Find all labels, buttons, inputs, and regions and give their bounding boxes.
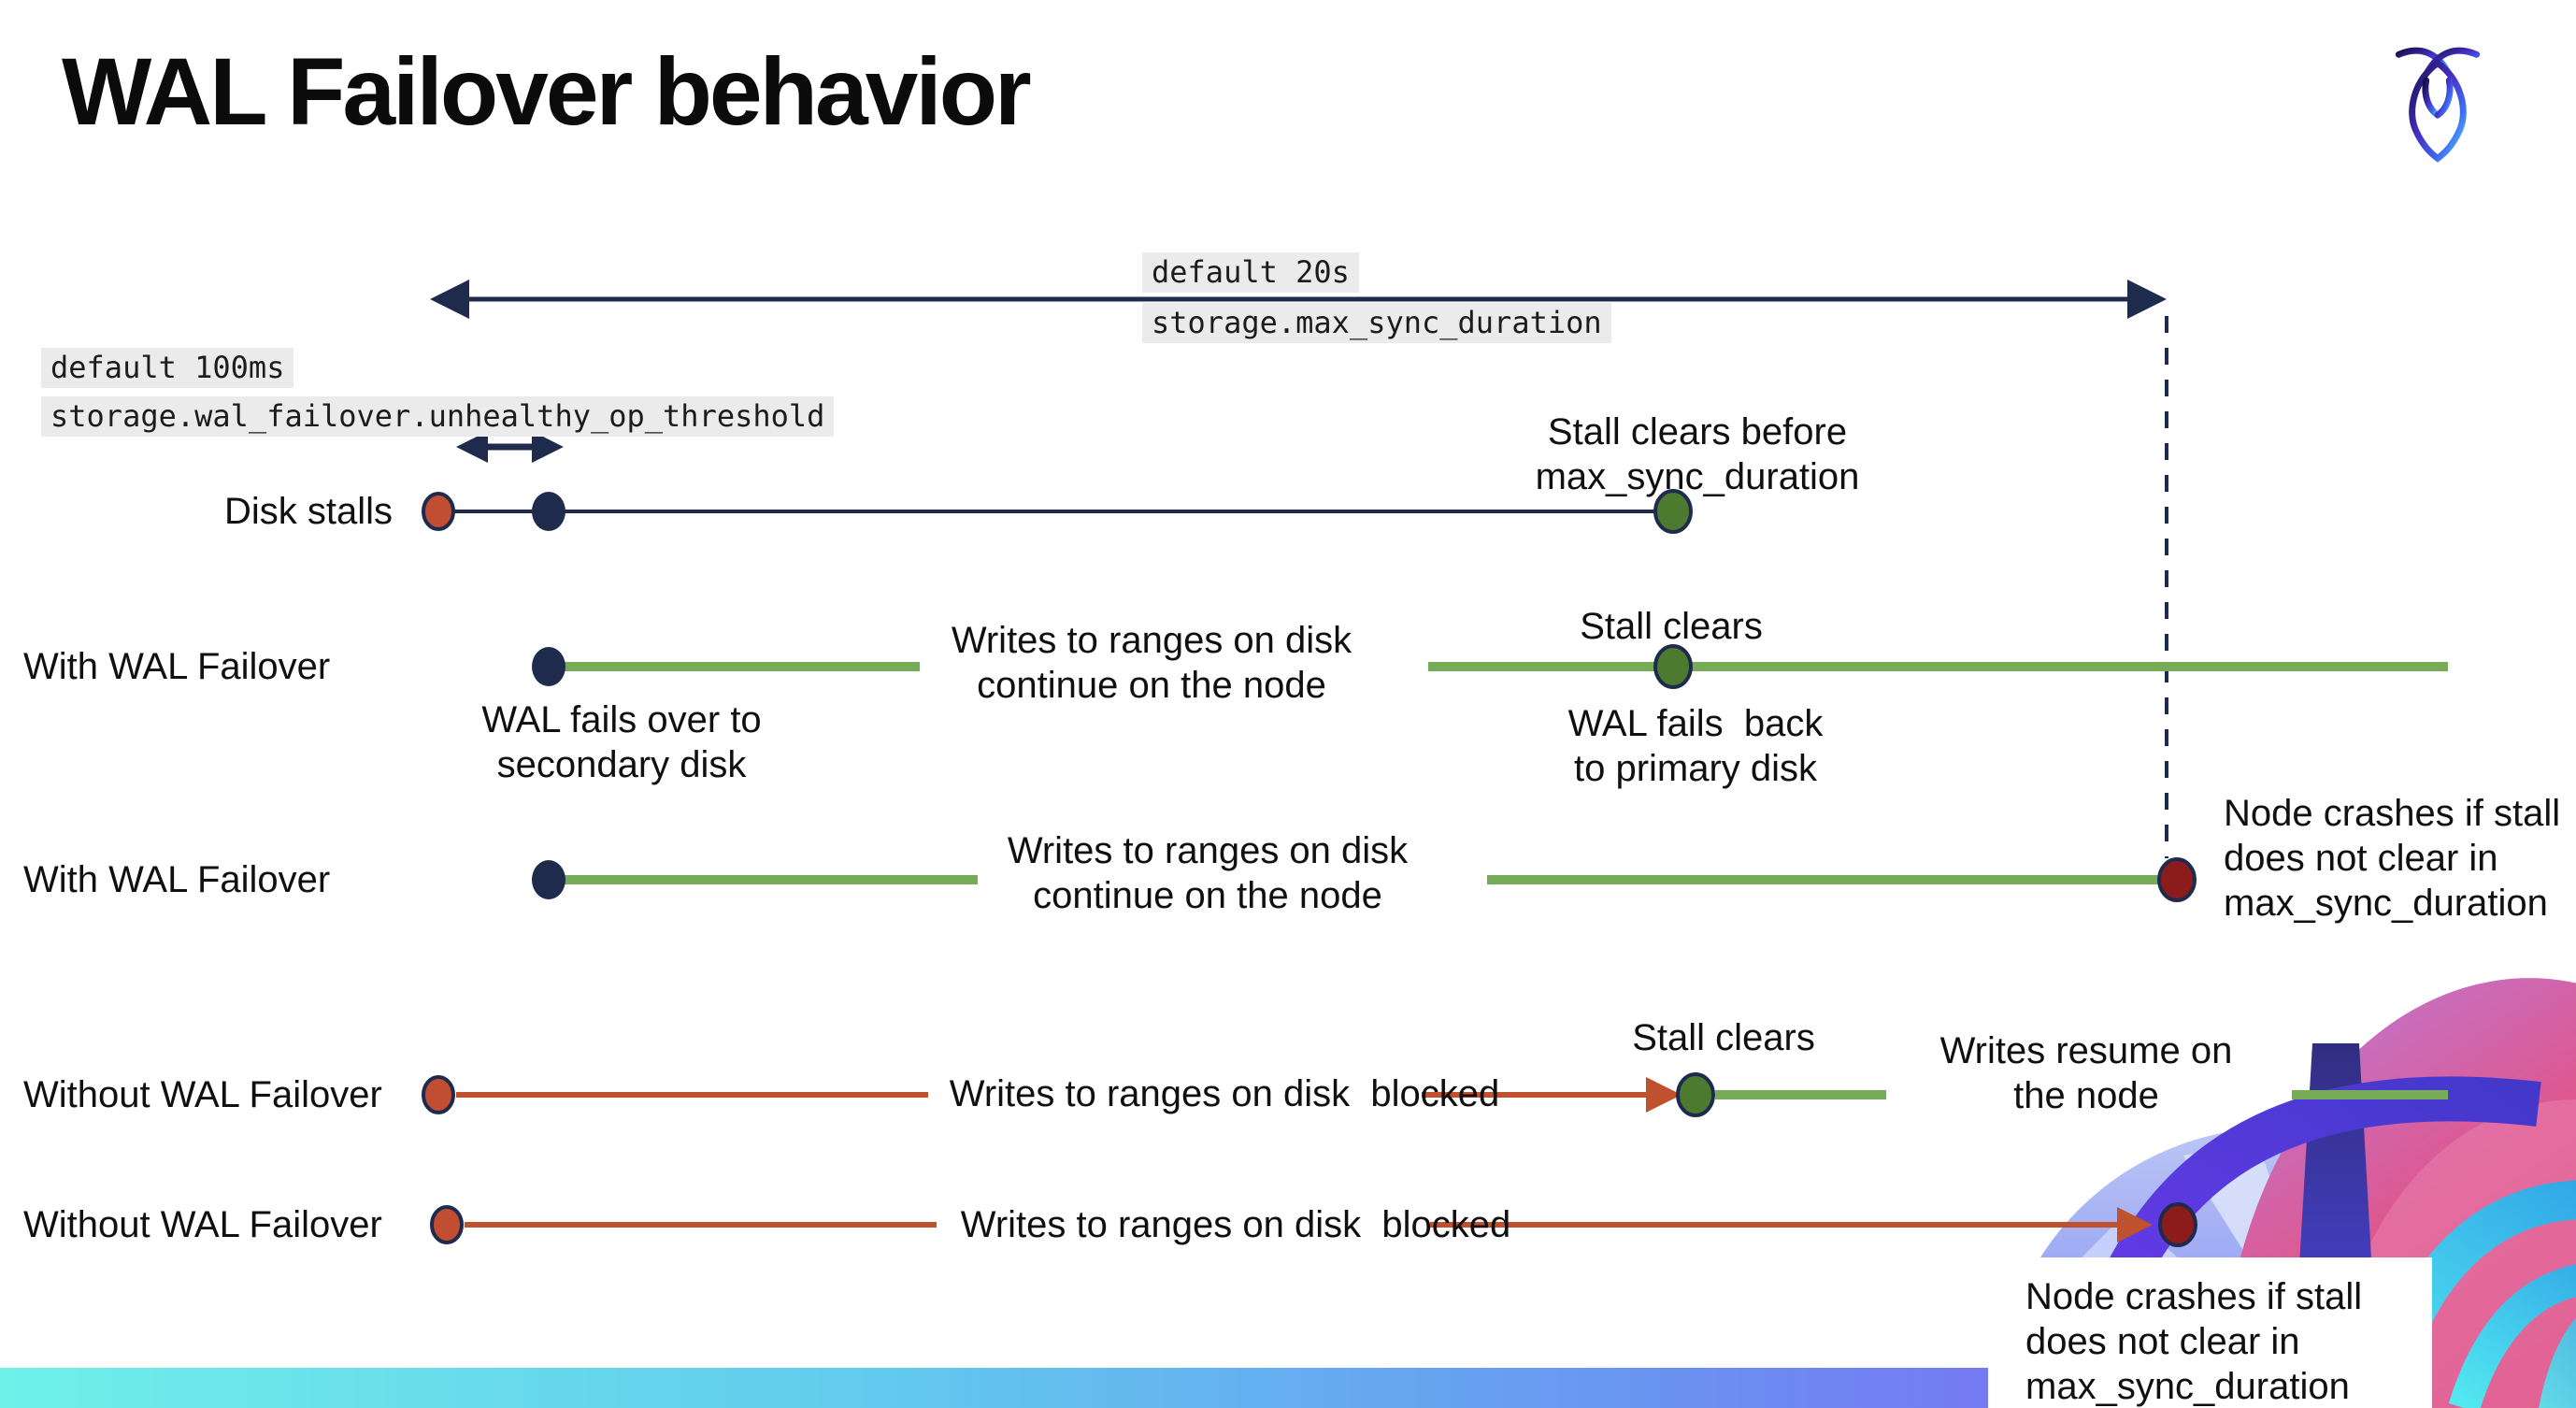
max-sync-setting-name: storage.max_sync_duration bbox=[1142, 303, 1611, 343]
row-label-with-wal-failover: With WAL Failover bbox=[23, 859, 331, 900]
node-crash-dot bbox=[2158, 1202, 2197, 1247]
wal-fails-back-note: WAL fails back to primary disk bbox=[1567, 703, 1824, 789]
stall-clears-label: Stall clears bbox=[1632, 1017, 1815, 1058]
arrow-head-left-icon bbox=[430, 280, 469, 319]
writes-blocked-note: Writes to ranges on disk blocked bbox=[960, 1204, 1511, 1245]
stall-start-dot bbox=[422, 492, 455, 531]
art-cyan-arc bbox=[2448, 1264, 2576, 1408]
art-cyan-leaf bbox=[2539, 1317, 2576, 1408]
node-crash-dot bbox=[2157, 857, 2197, 902]
failover-dot bbox=[532, 860, 565, 899]
row-label-without-wal-failover: Without WAL Failover bbox=[23, 1074, 382, 1115]
arrow-head-right-icon bbox=[532, 431, 564, 463]
wal-fails-over-note: WAL fails over to secondary disk bbox=[481, 699, 762, 785]
stall-clears-label: Stall clears bbox=[1580, 606, 1763, 647]
crash-note-without-failover: Node crashes if stall does not clear in … bbox=[2025, 1276, 2363, 1407]
red-arrow-head-icon bbox=[2117, 1207, 2153, 1243]
row-label-disk-stalls: Disk stalls bbox=[223, 491, 393, 532]
arrow-head-right-icon bbox=[2127, 280, 2167, 319]
threshold-default-label: default 100ms bbox=[41, 348, 294, 388]
writes-blocked-note: Writes to ranges on disk blocked bbox=[949, 1073, 1500, 1114]
writes-resume-note: Writes resume on the node bbox=[1939, 1030, 2233, 1116]
row-label-without-wal-failover: Without WAL Failover bbox=[23, 1204, 382, 1245]
crash-note-with-failover: Node crashes if stall does not clear in … bbox=[2224, 793, 2561, 924]
crash-note-box: Node crashes if stall does not clear in … bbox=[1988, 1257, 2432, 1408]
row-label-with-wal-failover: With WAL Failover bbox=[23, 646, 331, 687]
cockroachdb-logo bbox=[2395, 47, 2481, 163]
threshold-dot bbox=[532, 492, 565, 531]
writes-continue-note: Writes to ranges on disk continue on the… bbox=[1007, 830, 1409, 916]
stall-start-dot bbox=[430, 1205, 464, 1244]
stall-start-dot bbox=[422, 1075, 455, 1114]
stall-clears-dot bbox=[1676, 1072, 1715, 1117]
arrow-head-left-icon bbox=[456, 431, 488, 463]
max-sync-default-label: default 20s bbox=[1142, 252, 1359, 293]
stall-clears-dot bbox=[1653, 489, 1693, 534]
threshold-setting-name: storage.wal_failover.unhealthy_op_thresh… bbox=[41, 396, 835, 437]
red-arrow-head-icon bbox=[1646, 1077, 1682, 1113]
writes-continue-note: Writes to ranges on disk continue on the… bbox=[951, 620, 1352, 706]
stall-clears-dot bbox=[1653, 644, 1693, 689]
failover-dot bbox=[532, 647, 565, 686]
stall-clears-before-note: Stall clears before max_sync_duration bbox=[1535, 411, 1860, 497]
page-title: WAL Failover behavior bbox=[62, 38, 1032, 145]
